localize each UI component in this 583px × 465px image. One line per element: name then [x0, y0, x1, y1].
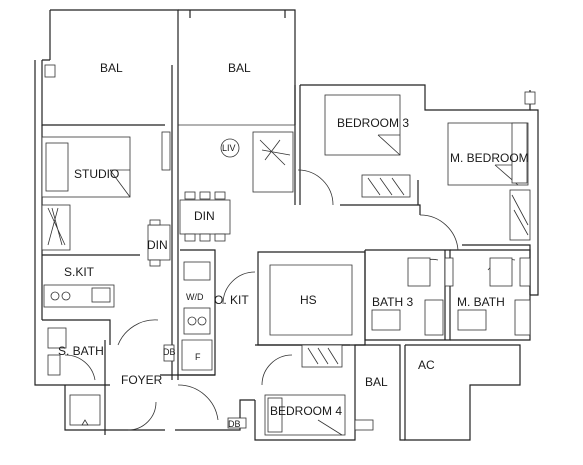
room-label-bedroom3: BEDROOM 3	[337, 116, 409, 130]
fixture-label-wd: W/D	[186, 292, 204, 302]
room-label-bedroom4: BEDROOM 4	[270, 404, 342, 418]
room-label-bal-mid: BAL	[228, 61, 251, 75]
studio-wardrobe	[41, 204, 71, 251]
room-label-bal-left: BAL	[100, 61, 123, 75]
room-labels: BAL BAL BEDROOM 3 M. BEDROOM STUDIO LIV …	[58, 61, 529, 418]
fixture-label-fridge: F	[195, 352, 201, 362]
room-label-skit: S.KIT	[64, 265, 95, 279]
tv-console	[161, 131, 171, 171]
room-label-ac: AC	[418, 358, 435, 372]
room-label-mbath: M. BATH	[457, 295, 505, 309]
room-label-bath3: BATH 3	[372, 295, 413, 309]
furniture	[41, 64, 536, 436]
room-label-master-bedroom: M. BEDROOM	[450, 151, 529, 165]
room-label-din-small: DIN	[147, 238, 168, 252]
sofa	[252, 131, 294, 193]
room-label-din-main: DIN	[194, 209, 215, 223]
room-label-liv: LIV	[222, 143, 236, 153]
room-label-foyer: FOYER	[121, 373, 163, 387]
fixture-label-db-bottom: DB	[228, 419, 241, 429]
room-label-okit: O. KIT	[214, 293, 249, 307]
bedroom3-bed	[324, 94, 401, 156]
room-label-hs: HS	[300, 293, 317, 307]
bedroom4-wardrobe	[301, 344, 343, 368]
fixture-label-db-left: DB	[163, 347, 176, 357]
room-label-studio: STUDIO	[74, 167, 119, 181]
room-label-sbath: S. BATH	[58, 344, 104, 358]
doors	[64, 124, 516, 431]
room-label-bal-bottom: BAL	[365, 375, 388, 389]
skit-counter	[43, 284, 115, 308]
studio-bed	[41, 136, 131, 198]
master-wardrobe	[509, 189, 531, 241]
fixture-labels: DB DB W/D F	[163, 292, 241, 429]
